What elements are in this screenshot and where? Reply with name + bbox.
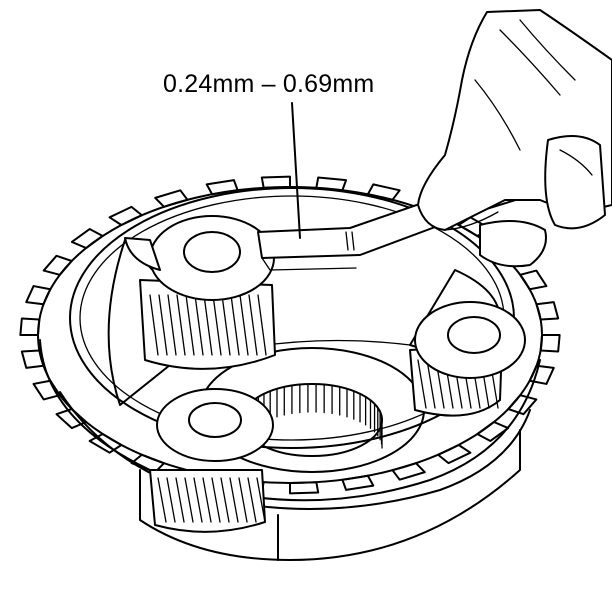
gear-tooth: [185, 294, 195, 356]
gear-tooth: [230, 294, 240, 356]
gear-tooth: [238, 477, 248, 523]
hand-icon: [417, 9, 612, 268]
pinion-gear-top-left: [124, 215, 276, 370]
clearance-spec-label: 0.24mm – 0.69mm: [163, 70, 375, 98]
carrier-wall-left: [107, 239, 181, 406]
gear-tooth: [149, 294, 159, 356]
gear-tooth: [193, 477, 203, 523]
gear-tooth: [417, 359, 427, 409]
outer-ring-side-bottom: [59, 391, 531, 510]
ring-tooth: [19, 317, 41, 336]
gear-tooth: [194, 294, 204, 356]
gear-tooth: [184, 477, 194, 523]
gear-tooth: [257, 294, 267, 356]
gear-tooth: [239, 294, 249, 356]
callout-leader-line: [291, 102, 301, 239]
gear-tooth: [220, 477, 230, 523]
ring-tooth: [539, 334, 561, 353]
gear-tooth: [221, 294, 231, 356]
gear-tooth: [247, 477, 257, 523]
lower-drum: [139, 429, 521, 561]
gear-tooth: [175, 477, 185, 523]
gear-tooth: [158, 294, 168, 356]
gear-tooth: [211, 477, 221, 523]
gear-tooth: [229, 477, 239, 523]
outer-ring-outer-edge: [37, 186, 543, 484]
pinion-gear-bottom: [149, 388, 274, 533]
gear-tooth: [426, 359, 436, 409]
gear-tooth: [157, 477, 167, 523]
gear-tooth: [212, 294, 222, 356]
gear-tooth: [256, 477, 266, 523]
gear-tooth: [176, 294, 186, 356]
gear-tooth: [167, 294, 177, 356]
outer-ring-side: [39, 339, 541, 502]
gear-tooth: [166, 477, 176, 523]
gear-tooth: [248, 294, 258, 356]
gear-tooth: [202, 477, 212, 523]
gear-tooth: [203, 294, 213, 356]
pinion-gear-right: [409, 301, 526, 417]
